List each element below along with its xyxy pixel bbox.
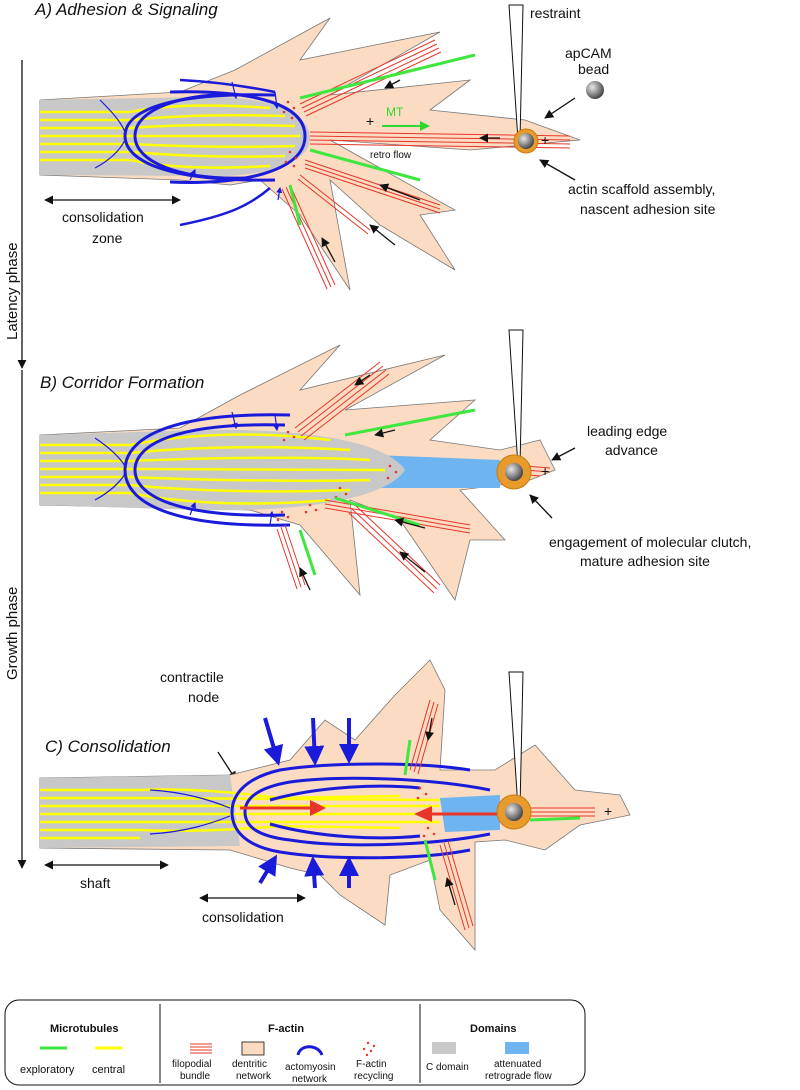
consolidation-zone-label-2: zone (92, 230, 123, 246)
legend-cdomain: C domain (426, 1062, 469, 1073)
legend-factin-heading: F-actin (268, 1023, 304, 1035)
growth-phase-label: Growth phase (4, 587, 21, 680)
mt-label: MT (386, 105, 404, 119)
leading-edge-label-1: leading edge (587, 423, 667, 439)
legend-attenuated-1: attenuated (494, 1059, 541, 1070)
legend-recycling-1: F-actin (356, 1059, 387, 1070)
legend-actomyosin-1: actomyosin (285, 1062, 336, 1073)
retro-flow-label: retro flow (370, 150, 412, 161)
apcam-label-2: bead (578, 61, 609, 77)
panel-b: B) Corridor Formation (39, 329, 751, 601)
consolidation-label: consolidation (202, 909, 284, 925)
exploratory-microtubules-b (298, 408, 476, 576)
apcam-bead-a (518, 133, 534, 149)
contractile-node-label-2: node (188, 689, 219, 705)
shaft-label: shaft (80, 875, 110, 891)
attenuated-flow-b (375, 455, 500, 488)
apcam-bead-c (505, 803, 523, 821)
apcam-bead-free (586, 81, 604, 99)
panel-c-title: C) Consolidation (45, 737, 171, 756)
apcam-label-1: apCAM (565, 45, 612, 61)
clutch-label-1: engagement of molecular clutch, (549, 534, 751, 550)
legend-dendritic-2: network (236, 1071, 272, 1082)
legend-actomyosin-2: network (292, 1074, 328, 1085)
legend-filopodial-1: filopodial (172, 1059, 211, 1070)
factin-recycling-b (276, 430, 398, 522)
plus-bead-b: + (541, 463, 549, 479)
legend-recycling-2: recycling (354, 1071, 393, 1082)
legend-central: central (92, 1064, 125, 1076)
contractile-arrows-c (258, 717, 359, 889)
actomyosin-network-b (123, 413, 291, 527)
legend-domains-heading: Domains (470, 1023, 516, 1035)
clutch-label-2: mature adhesion site (580, 553, 710, 569)
exploratory-microtubules-c (403, 739, 581, 881)
leading-edge-label-2: advance (605, 442, 658, 458)
red-flow-arrows-c (240, 800, 500, 822)
consolidation-zone-label-1: consolidation (62, 209, 144, 225)
central-microtubules-b (40, 433, 386, 505)
panel-a-title: A) Adhesion & Signaling (34, 0, 218, 19)
latency-phase-label: Latency phase (4, 242, 21, 340)
plus-bead-a: + (541, 132, 549, 148)
actin-scaffold-label-2: nascent adhesion site (580, 201, 716, 217)
plus-mt-a: + (366, 113, 374, 129)
panel-b-title: B) Corridor Formation (40, 373, 204, 392)
plus-bead-c: + (604, 803, 612, 819)
restraint-label: restraint (530, 5, 581, 21)
panel-c: C) Consolidation contractile node (39, 659, 631, 952)
central-microtubules-c (40, 788, 441, 840)
apcam-bead-b (505, 463, 523, 481)
actomyosin-network-c (230, 762, 491, 860)
legend: Microtubules exploratory central F-actin… (4, 999, 586, 1086)
legend-attenuated-2: retrograde flow (485, 1071, 552, 1082)
contractile-node-label-1: contractile (160, 669, 224, 685)
factin-recycling-a (282, 100, 298, 168)
legend-exploratory: exploratory (20, 1064, 75, 1076)
panel-a: A) Adhesion & Signaling (34, 0, 716, 291)
factin-recycling-c (416, 786, 436, 838)
legend-microtubules-heading: Microtubules (50, 1023, 118, 1035)
actin-scaffold-label-1: actin scaffold assembly, (568, 181, 715, 197)
legend-dendritic-1: dentritic (232, 1059, 267, 1070)
exploratory-microtubules-a (288, 53, 476, 226)
legend-filopodial-2: bundle (180, 1071, 210, 1082)
